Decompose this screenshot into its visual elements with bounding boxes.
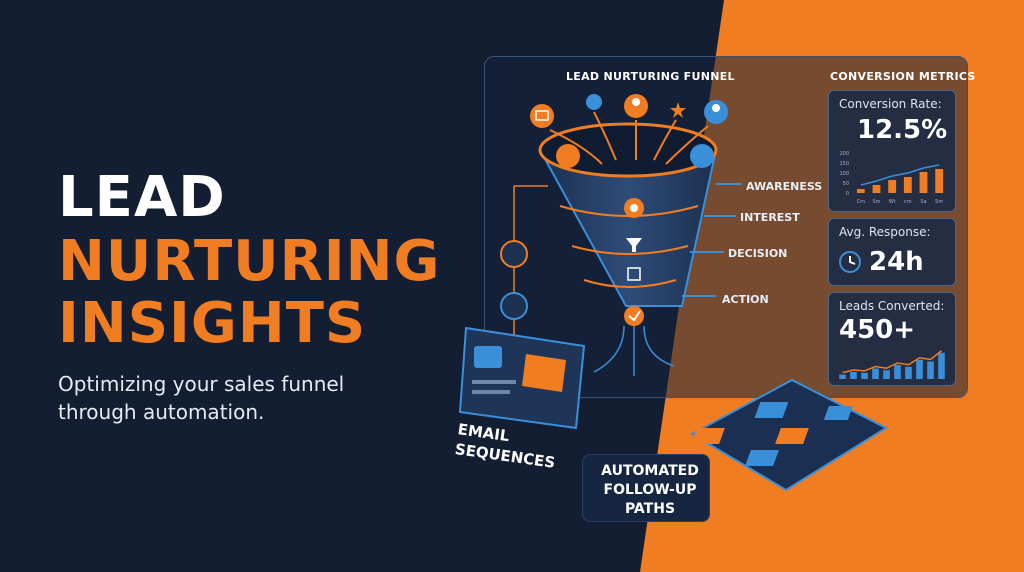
bar: [905, 366, 912, 379]
stage-interest: INTEREST: [740, 211, 800, 224]
action-stage-icon: [624, 306, 644, 326]
avg-response-card: Avg. Response: 24h: [828, 218, 956, 286]
bar: [839, 374, 846, 379]
bar: [935, 169, 944, 193]
filter-stage-icon: [626, 238, 642, 252]
y-tick-label: 100: [839, 171, 849, 177]
sparkle-icon: [670, 102, 686, 118]
bar: [903, 177, 912, 193]
x-tick-label: Sa: [920, 199, 926, 205]
bar: [916, 359, 923, 379]
avg-response-label: Avg. Response:: [839, 225, 931, 239]
conversion-rate-label: Conversion Rate:: [839, 97, 942, 111]
email-open-icon: [522, 354, 566, 392]
stage-action: ACTION: [722, 293, 769, 306]
y-tick-label: 0: [846, 191, 849, 197]
x-tick-label: Sm: [935, 199, 943, 205]
hero-subtitle: Optimizing your sales funnel through aut…: [58, 372, 345, 424]
x-tick-label: Sm: [872, 199, 880, 205]
bar: [856, 189, 865, 193]
y-tick-label: 150: [839, 161, 849, 167]
input-icons: [530, 94, 728, 168]
funnel-rim: [538, 122, 718, 178]
bar: [872, 368, 879, 379]
clock-icon: [839, 251, 861, 273]
bar: [850, 372, 857, 379]
headline-line-3: INSIGHTS: [58, 291, 367, 356]
bar: [927, 361, 934, 379]
leads-converted-value: 450+: [839, 315, 916, 345]
envelope-side-icon: [500, 292, 528, 320]
bar: [919, 172, 928, 193]
headline-line-2: NURTURING: [58, 229, 441, 294]
profile-card: [474, 346, 502, 368]
bar: [872, 185, 881, 193]
bar: [888, 180, 897, 193]
email-icon: [530, 104, 554, 128]
followup-paths-label: AUTOMATED FOLLOW-UP PATHS: [601, 463, 699, 517]
y-tick-label: 200: [839, 151, 849, 157]
bar: [938, 352, 945, 379]
search-icon: [586, 94, 602, 110]
trend-line: [842, 350, 942, 374]
x-tick-label: Wt: [889, 199, 896, 205]
conversion-rate-chart: 200 150 100 50 0Cm Sm Wt cm Sa Sm: [839, 151, 944, 205]
stage-awareness: AWARENESS: [746, 180, 823, 193]
x-tick-label: cm: [904, 199, 912, 205]
leads-converted-label: Leads Converted:: [839, 299, 945, 313]
x-tick-label: Cm: [857, 199, 865, 205]
followup-paths-illustration: [689, 378, 889, 492]
link-icon: [690, 144, 714, 168]
bar: [861, 372, 868, 379]
followup-label-box: [582, 454, 710, 522]
stage-decision: DECISION: [728, 247, 788, 260]
funnel-title: LEAD NURTURING FUNNEL: [566, 70, 735, 83]
bar: [894, 365, 901, 379]
headline-line-1: LEAD: [58, 165, 226, 230]
email-side-icon: [556, 144, 580, 168]
trend-line: [860, 164, 940, 186]
y-tick-label: 50: [843, 181, 849, 187]
leads-converted-chart: [839, 350, 945, 379]
funnel-illustration: [500, 94, 742, 376]
document-side-icon: [500, 240, 528, 268]
conversion-rate-value: 12.5%: [857, 115, 948, 145]
leads-converted-card: Leads Converted: 450+: [828, 292, 956, 386]
check-stage-icon: [627, 267, 641, 281]
avg-response-value: 24h: [869, 247, 924, 277]
bar: [883, 370, 890, 379]
email-sequence-illustration: [458, 326, 586, 430]
metrics-title: CONVERSION METRICS: [830, 70, 976, 83]
